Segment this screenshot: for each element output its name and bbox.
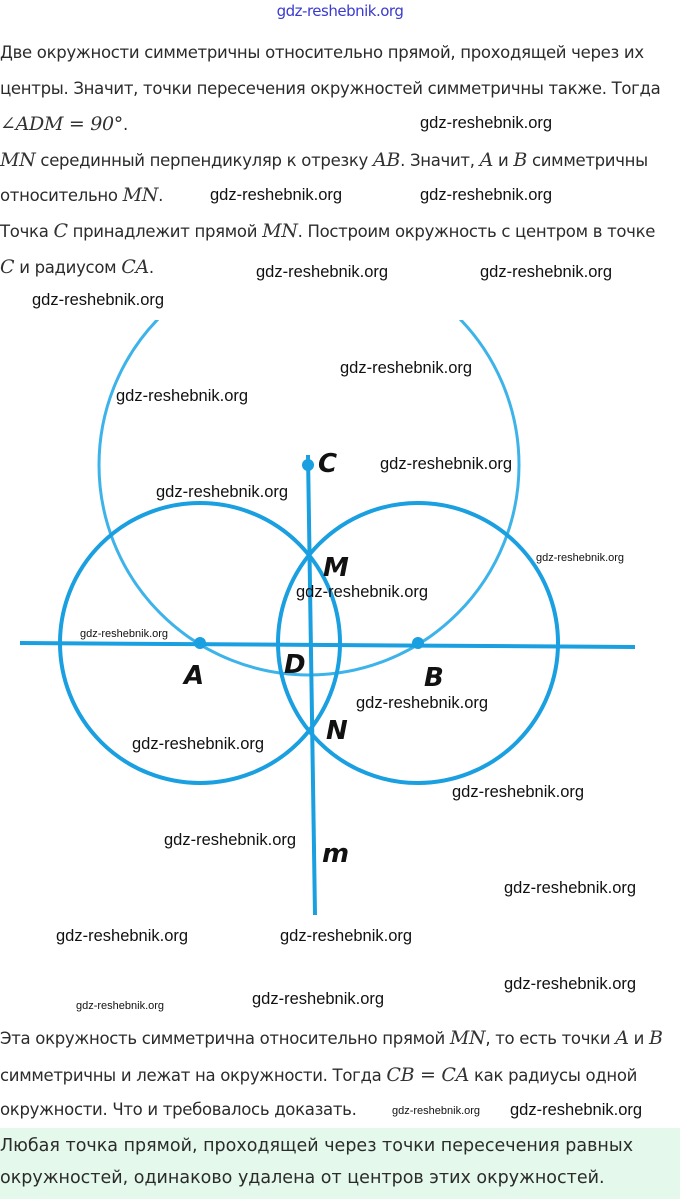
label-n: N [326,716,348,746]
math: B [648,1027,663,1049]
text: . [123,115,128,134]
text: . Построим окружность с центром в точке [297,222,656,241]
watermark: gdz-reshebnik.org [280,927,413,945]
text: относительно [0,186,123,205]
label-a: A [182,661,204,691]
text: . Значит, [400,151,480,170]
text: . [158,186,164,205]
watermark: gdz-reshebnik.org [356,694,489,712]
watermark: gdz-reshebnik.org [32,291,165,309]
math: MN [122,184,159,206]
conclusion-box: Любая точка прямой, проходящей через точ… [0,1128,680,1199]
math: MN [449,1027,486,1049]
math: A [615,1027,629,1049]
watermark: gdz-reshebnik.org [80,628,169,640]
watermark: gdz-reshebnik.org [452,783,585,801]
conclusion-line: Любая точка прямой, проходящей через точ… [0,1136,634,1156]
math: A [479,149,494,171]
math: MN [262,220,298,242]
watermark: gdz-reshebnik.org [116,387,249,405]
watermark: gdz-reshebnik.org [210,186,343,204]
text: Эта окружность симметрична относительно … [0,1029,450,1048]
paragraph-line: MN серединный перпендикуляр к отрезку AB… [0,149,648,171]
watermark: gdz-reshebnik.org [256,263,389,281]
watermark: gdz-reshebnik.org [56,927,189,945]
paragraph-line: окружности. Что и требовалось доказать. [0,1100,357,1119]
text: как радиусы одной [469,1066,638,1085]
circle-c [97,320,521,677]
text: . [148,258,154,277]
watermark: gdz-reshebnik.org [132,735,265,753]
text: симметричны и лежат на окружности. Тогда [0,1066,387,1085]
text: и [628,1029,649,1048]
watermark: gdz-reshebnik.org [164,831,297,849]
line-ab [19,641,636,649]
label-b: B [424,663,444,693]
point-a [194,637,206,649]
paragraph-line: ∠ADM = 90°. [0,113,128,135]
watermark: gdz-reshebnik.org [392,1105,481,1117]
math: C [0,256,15,278]
watermark: gdz-reshebnik.org [420,114,553,132]
math: CA [121,256,149,278]
point-b [412,637,424,649]
paragraph-line: Точка C принадлежит прямой MN. Построим … [0,220,655,242]
line-m [306,454,317,916]
text: и [493,151,514,170]
watermark: gdz-reshebnik.org [504,975,637,993]
math: C [53,220,68,242]
math: MN [0,149,36,171]
paragraph-line: центры. Значит, точки пересечения окружн… [0,79,661,98]
watermark: gdz-reshebnik.org [296,583,429,601]
watermark: gdz-reshebnik.org [380,455,513,473]
conclusion-line: окружностей, одинаково удалена от центро… [0,1168,605,1188]
math: CB = CA [386,1064,470,1086]
text: симметричны [527,151,648,170]
paragraph-line: Эта окружность симметрична относительно … [0,1027,663,1049]
math: AB [372,149,401,171]
watermark: gdz-reshebnik.org [340,359,473,377]
label-line-m: m [322,839,349,869]
text: и радиусом [14,258,122,277]
watermark: gdz-reshebnik.org [156,483,289,501]
paragraph-line: C и радиусом CA. [0,256,154,278]
text: принадлежит прямой [67,222,263,241]
point-c [302,459,314,471]
text: , то есть точки [485,1029,616,1048]
site-watermark-header: gdz-reshebnik.org [276,2,404,20]
watermark: gdz-reshebnik.org [252,990,385,1008]
watermark: gdz-reshebnik.org [510,1101,643,1119]
label-d: D [284,650,306,680]
label-m: M [323,553,349,583]
watermark: gdz-reshebnik.org [536,552,625,564]
math-angle: ∠ADM = 90° [0,113,124,135]
paragraph-line: Две окружности симметричны относительно … [0,43,644,62]
paragraph-line: симметричны и лежат на окружности. Тогда… [0,1064,637,1086]
text: серединный перпендикуляр к отрезку [35,151,373,170]
math: B [513,149,528,171]
paragraph-line: относительно MN. [0,184,163,206]
watermark: gdz-reshebnik.org [420,186,553,204]
watermark: gdz-reshebnik.org [504,879,637,897]
watermark: gdz-reshebnik.org [76,1000,165,1012]
label-c: C [318,449,337,479]
watermark: gdz-reshebnik.org [480,263,613,281]
text: Точка [0,222,54,241]
